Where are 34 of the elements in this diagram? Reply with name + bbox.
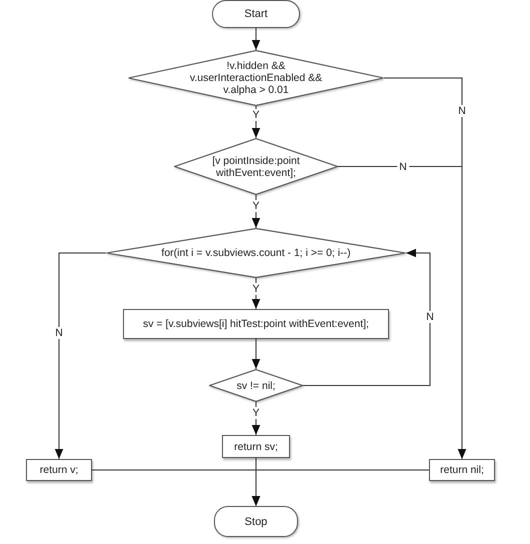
decision-diamond xyxy=(128,50,384,106)
decision-diamond xyxy=(209,369,303,402)
condition-text: for(int i = v.subviews.count - 1; i >= 0; i--) xyxy=(161,247,351,259)
edge-label: Y xyxy=(250,407,262,419)
process-box xyxy=(429,459,495,481)
decision-diamond xyxy=(174,138,338,195)
condition-text: [v pointInside:point withEvent:event]; xyxy=(211,154,301,178)
arrow xyxy=(338,166,466,460)
process-box xyxy=(222,435,290,458)
arrow xyxy=(252,470,430,506)
edge-label: N xyxy=(397,160,409,172)
edge-label: Y xyxy=(250,200,262,212)
arrow xyxy=(302,248,430,386)
terminal-text: Stop xyxy=(244,516,268,528)
edge-label: Y xyxy=(250,283,262,295)
statement-text: return sv; xyxy=(234,440,278,452)
edge-label: N xyxy=(424,311,436,323)
condition-text: !v.hidden && v.userInteractionEnabled && v.alpha > 0.01 xyxy=(188,60,324,96)
process-box xyxy=(26,459,92,481)
arrow xyxy=(54,252,106,460)
edge-label: Y xyxy=(250,109,262,121)
statement-text: sv = [v.subviews[i] hitTest:point withEvent:event]; xyxy=(143,318,369,330)
condition-text: sv != nil; xyxy=(236,380,276,392)
statement-text: return v; xyxy=(40,464,78,476)
process-box xyxy=(123,309,389,339)
edge-label: N xyxy=(53,327,65,339)
decision-diamond xyxy=(106,228,406,278)
terminal-shape xyxy=(214,506,298,537)
arrow xyxy=(252,338,260,370)
terminal-shape xyxy=(212,0,300,28)
terminal-text: Start xyxy=(244,8,268,20)
edge-label: N xyxy=(456,105,468,117)
arrow xyxy=(252,28,260,50)
statement-text: return nil; xyxy=(440,464,484,476)
